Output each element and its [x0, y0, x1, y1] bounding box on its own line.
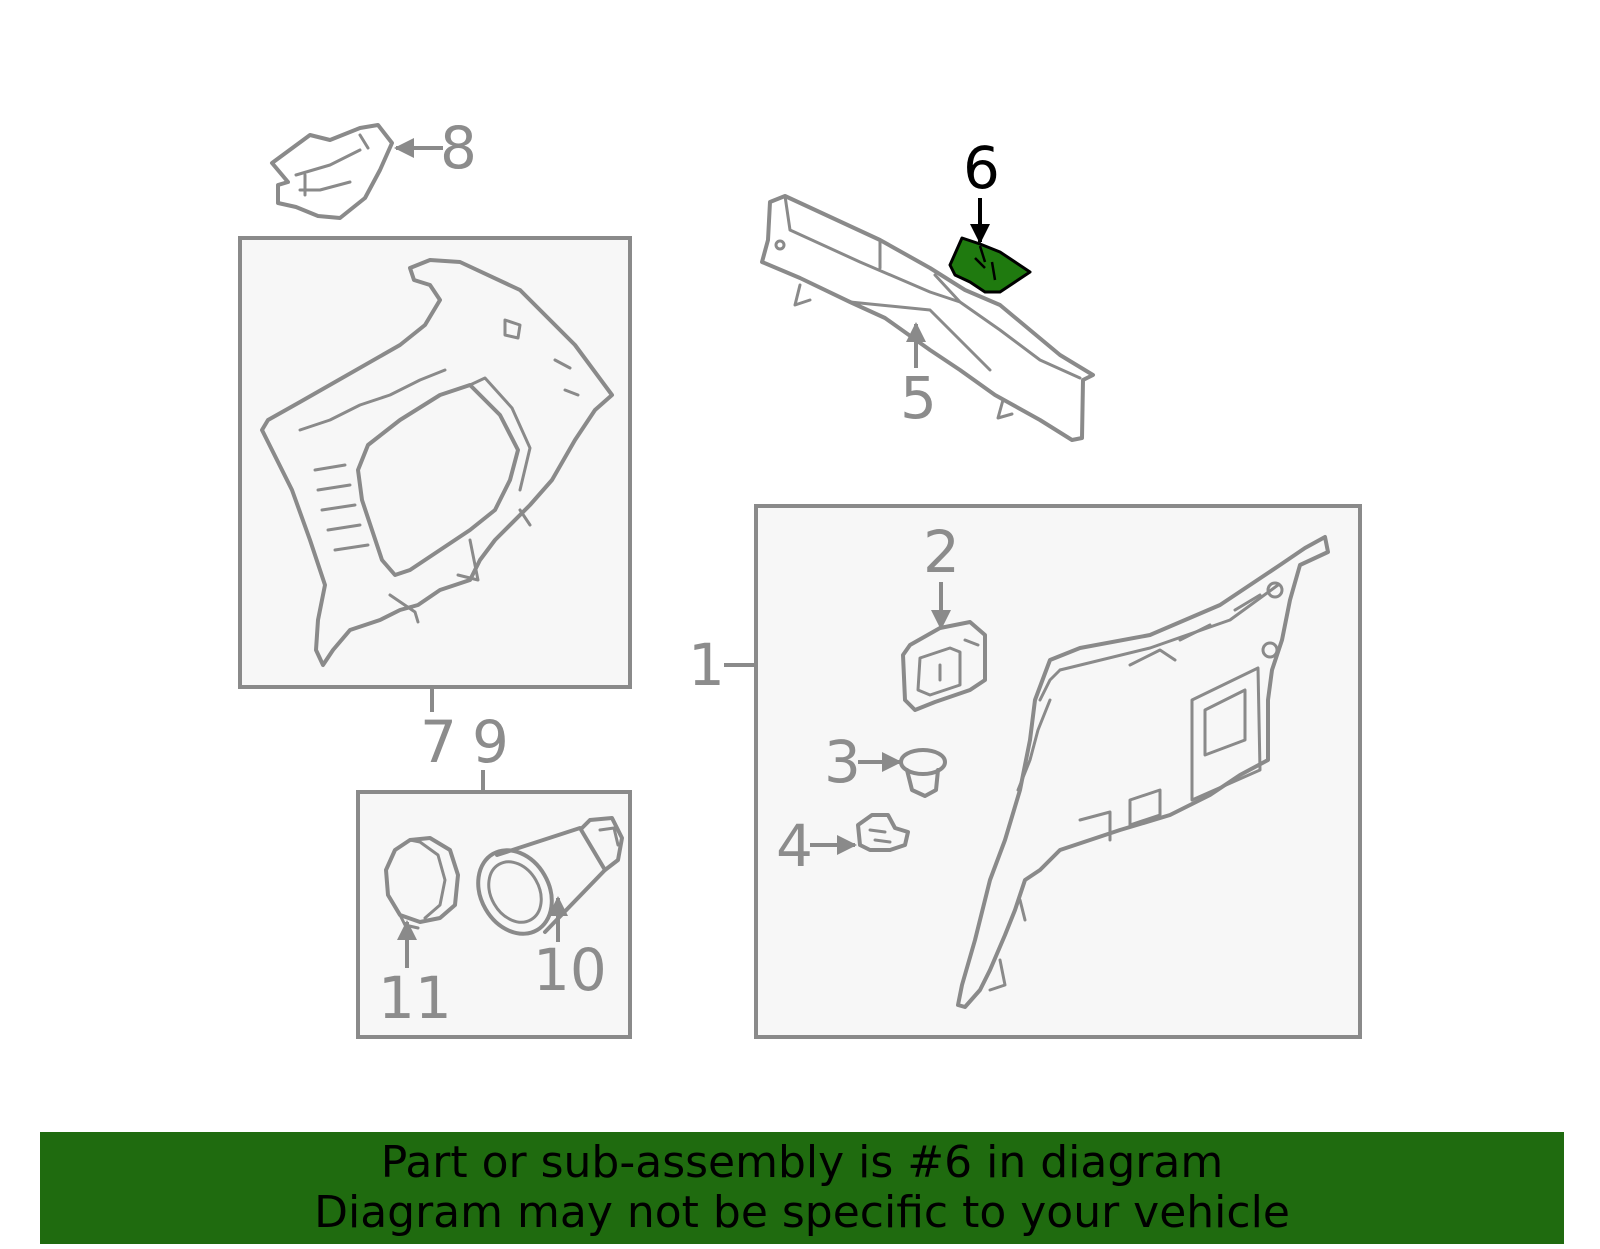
callout-9: 9	[472, 708, 509, 776]
part-6-shape	[948, 236, 1032, 294]
callout-5: 5	[900, 364, 937, 432]
info-banner: Part or sub-assembly is #6 in diagram Di…	[40, 1132, 1564, 1244]
callout-1: 1	[688, 631, 725, 699]
callout-7: 7	[420, 708, 457, 776]
banner-line-1: Part or sub-assembly is #6 in diagram	[380, 1137, 1224, 1188]
part-8-bracket	[270, 123, 394, 220]
part-4-clip	[856, 813, 910, 852]
part-10-socket	[476, 816, 624, 936]
callout-11: 11	[378, 964, 452, 1032]
part-6-highlighted	[948, 236, 1032, 294]
part-7-quarter-trim	[260, 258, 614, 667]
part-2-cover	[901, 620, 987, 712]
part-1-side-trim	[956, 535, 1330, 1009]
group-box-7	[238, 236, 632, 689]
callout-3: 3	[824, 728, 861, 796]
callout-8: 8	[440, 114, 477, 182]
part-5-trim-plate	[760, 194, 1095, 442]
callout-2: 2	[923, 518, 960, 586]
callout-10: 10	[533, 936, 607, 1004]
callout-4: 4	[776, 812, 813, 880]
banner-line-2: Diagram may not be specific to your vehi…	[314, 1187, 1290, 1238]
callout-6: 6	[963, 134, 1000, 202]
